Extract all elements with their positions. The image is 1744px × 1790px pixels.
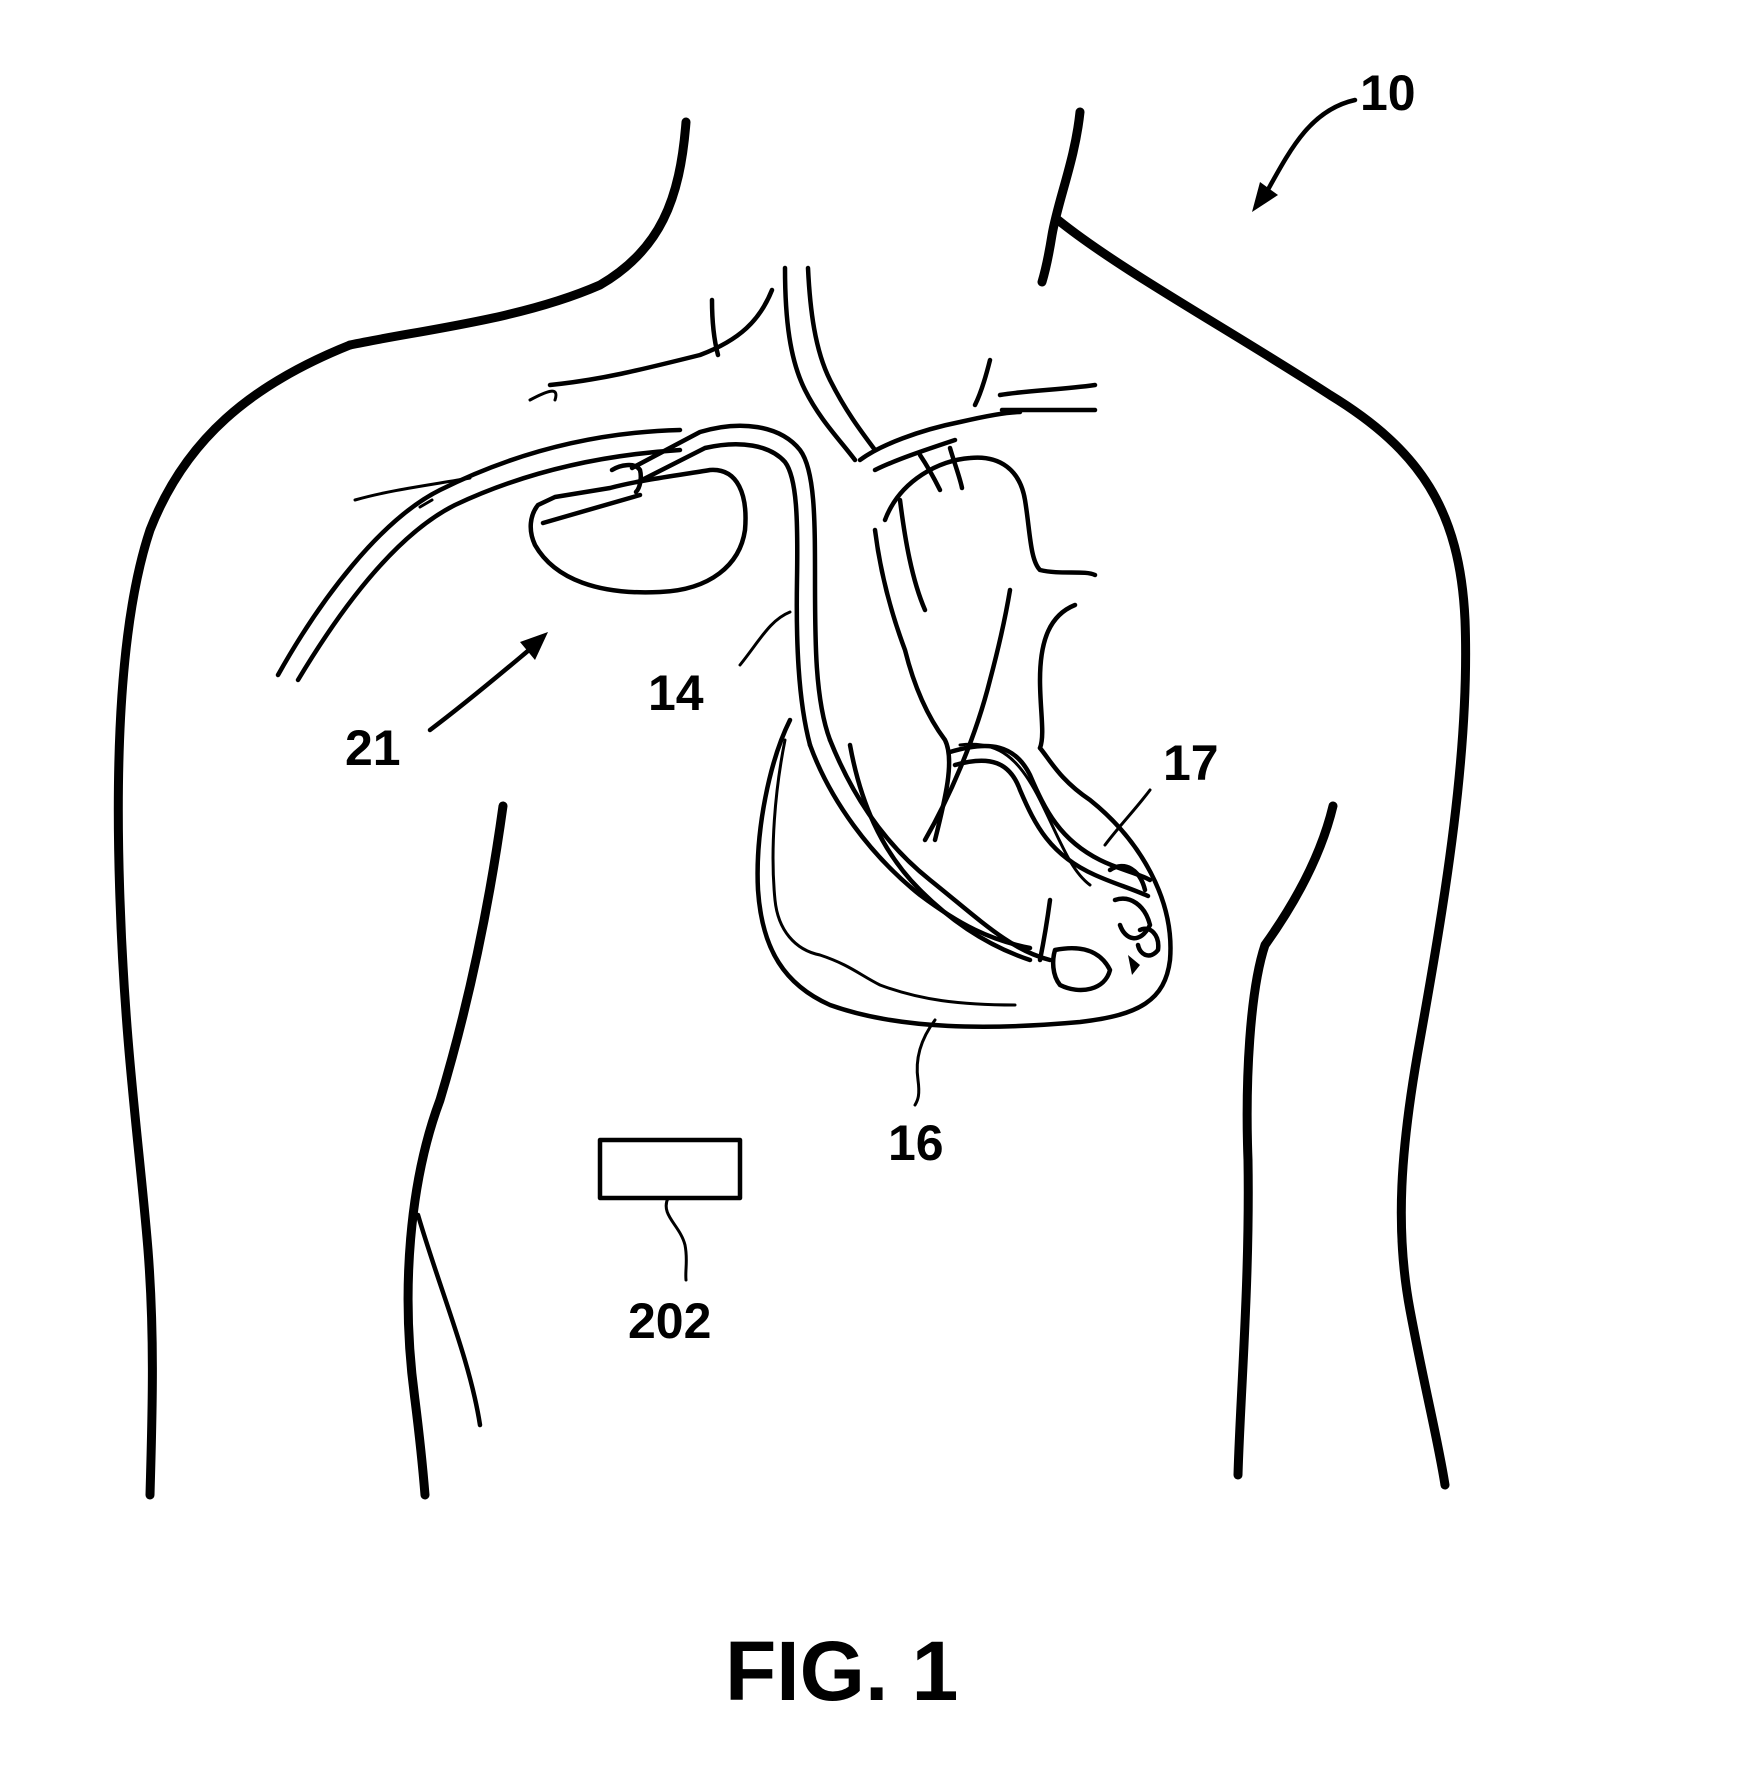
label-17: 17 bbox=[1163, 735, 1219, 791]
sensor-202-box bbox=[600, 1140, 740, 1198]
label-16: 16 bbox=[888, 1115, 944, 1171]
reference-labels: 10 21 14 17 16 202 bbox=[345, 65, 1416, 1349]
torso-outline bbox=[118, 112, 1465, 1495]
label-10: 10 bbox=[1360, 65, 1416, 121]
leader-lines bbox=[430, 100, 1355, 1280]
label-14: 14 bbox=[648, 665, 704, 721]
label-21: 21 bbox=[345, 720, 401, 776]
label-202: 202 bbox=[628, 1293, 711, 1349]
heart bbox=[758, 448, 1171, 1027]
figure-caption: FIG. 1 bbox=[725, 1624, 958, 1718]
